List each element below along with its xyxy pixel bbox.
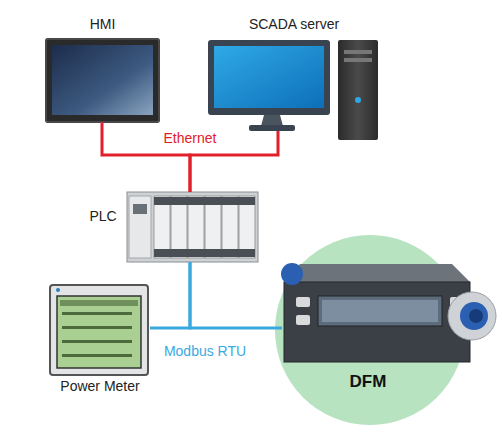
device-label: Power Meter [50, 378, 150, 394]
pc-tower [338, 40, 378, 140]
power-meter [50, 285, 148, 375]
device-label: PLC [85, 208, 121, 224]
device-node: HMI [45, 10, 160, 122]
pc-monitor [208, 40, 330, 131]
bus-label: Ethernet [164, 130, 217, 146]
bus-label: Modbus RTU [164, 343, 246, 359]
flow-meter [281, 263, 496, 362]
device-label: DFM [282, 372, 454, 392]
device-node: Power Meter [50, 285, 150, 397]
device-node: DFM [282, 262, 472, 392]
hmi-panel [45, 38, 160, 123]
bus-line [190, 262, 282, 328]
device-label: SCADA server [208, 16, 380, 32]
bus-connector [190, 262, 282, 328]
device-label: HMI [45, 16, 160, 32]
device-node: PLC [85, 192, 258, 262]
bus-line [150, 262, 190, 328]
bus-connector [150, 262, 190, 328]
plc-rack [127, 192, 258, 262]
device-node: SCADA server [208, 10, 378, 131]
